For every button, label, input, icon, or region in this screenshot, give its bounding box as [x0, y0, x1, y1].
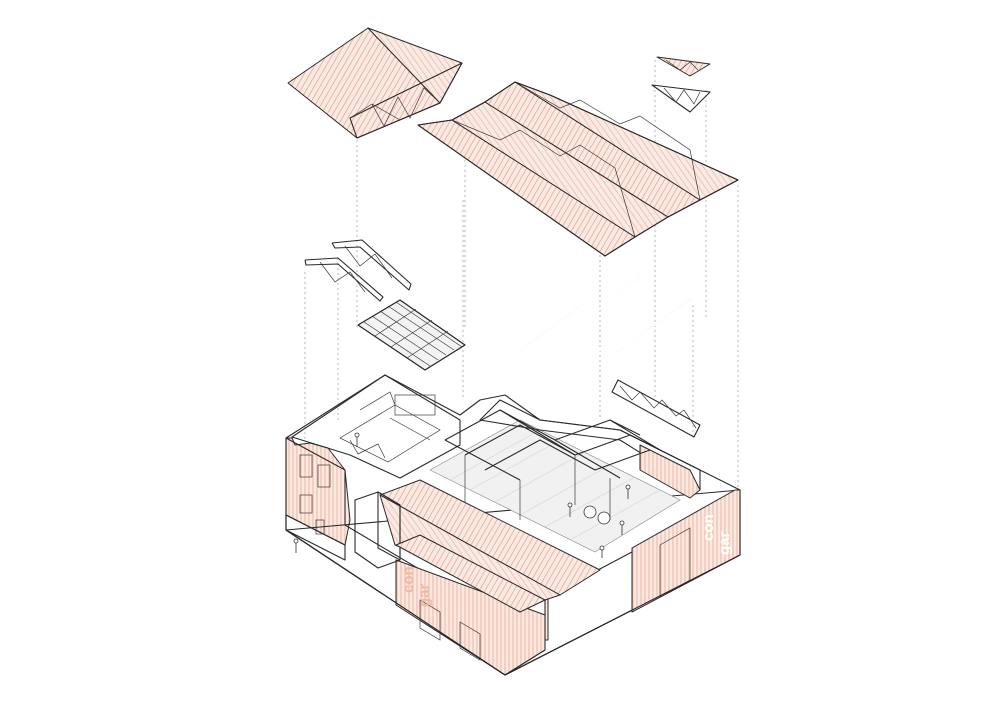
- building-base: [285, 374, 741, 676]
- signage-front-line1: con: [400, 566, 417, 593]
- signage-front: con gar: [400, 566, 433, 607]
- svg-text:con: con: [700, 514, 717, 541]
- roof-truss-piece-second: [651, 84, 711, 113]
- svg-text:con: con: [400, 566, 417, 593]
- svg-text:gar: gar: [416, 583, 433, 607]
- small-gable-roof: [287, 27, 463, 139]
- signage-side-line1: con: [700, 514, 717, 541]
- timber-roof-frame: [357, 299, 466, 371]
- roof-truss-piece-top: [656, 56, 711, 77]
- human-figures: [293, 432, 631, 558]
- svg-text:gar: gar: [716, 531, 733, 555]
- steel-zigzag-beams: [519, 276, 691, 379]
- explosion-guide-lines: [304, 60, 739, 490]
- large-sawtooth-roof: [417, 81, 739, 257]
- signage-side-line2: gar: [716, 531, 733, 555]
- signage-side: con gar: [700, 514, 733, 555]
- left-roof-trusses: [304, 239, 412, 302]
- signage-front-line2: gar: [416, 583, 433, 607]
- lattice-girder: [611, 379, 701, 438]
